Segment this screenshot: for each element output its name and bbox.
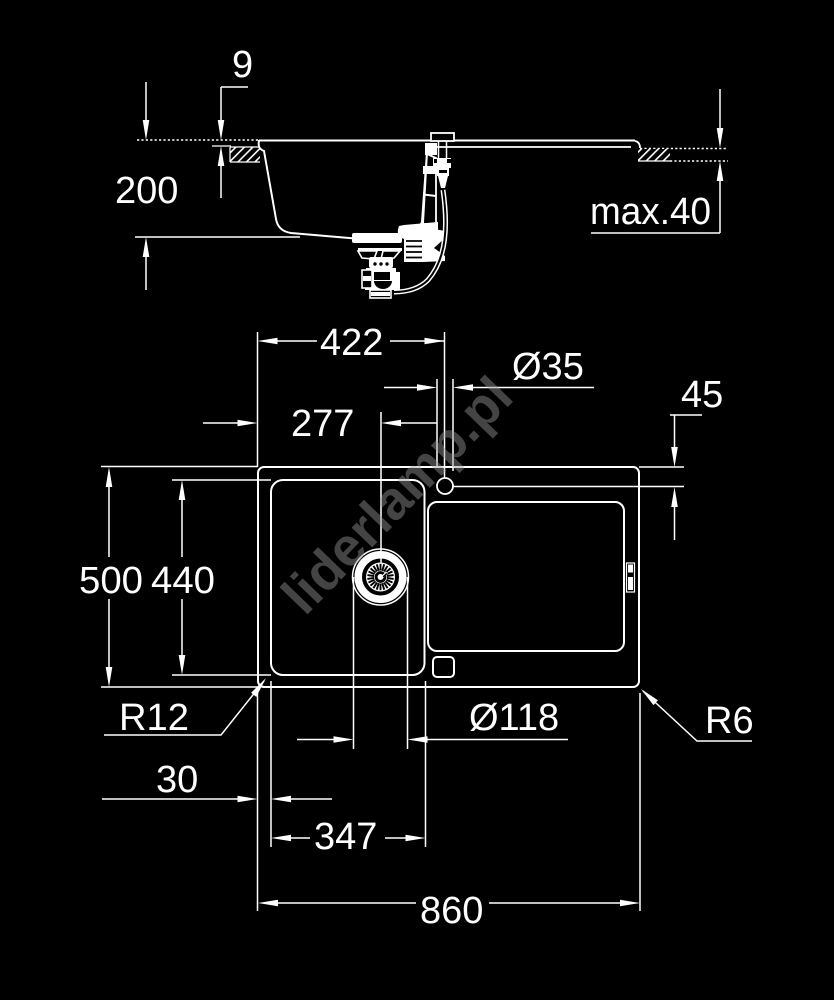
svg-text:860: 860 xyxy=(420,890,483,932)
svg-text:9: 9 xyxy=(232,44,253,86)
svg-text:277: 277 xyxy=(291,403,354,445)
svg-text:R12: R12 xyxy=(119,697,189,739)
svg-text:30: 30 xyxy=(156,759,198,801)
svg-text:Ø35: Ø35 xyxy=(512,346,584,388)
svg-text:500: 500 xyxy=(79,560,143,602)
svg-text:45: 45 xyxy=(681,374,723,416)
svg-text:440: 440 xyxy=(151,560,215,602)
svg-text:422: 422 xyxy=(320,322,383,364)
svg-text:200: 200 xyxy=(115,170,178,212)
svg-text:Ø118: Ø118 xyxy=(469,697,559,739)
svg-text:347: 347 xyxy=(314,816,377,858)
svg-text:max.40: max.40 xyxy=(590,191,711,233)
svg-text:R6: R6 xyxy=(705,700,754,742)
